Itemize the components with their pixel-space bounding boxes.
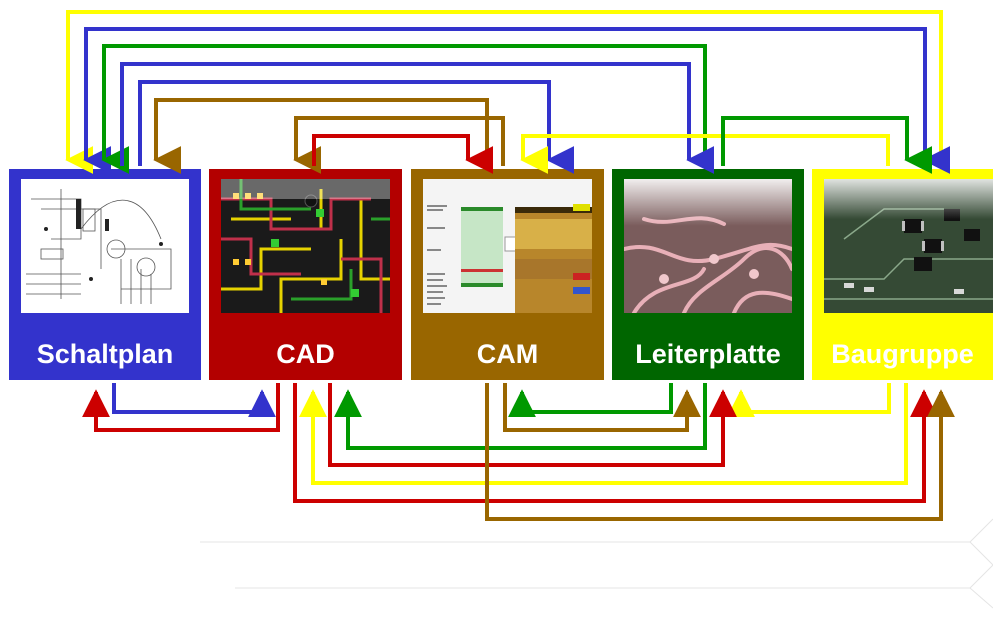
stage-label-baugruppe: Baugruppe xyxy=(831,339,974,369)
circuit-board-drawing xyxy=(624,179,792,313)
stage-box-cad: CAD xyxy=(209,169,402,380)
stage-label-schaltplan: Schaltplan xyxy=(36,339,174,369)
arrow-green-cam xyxy=(508,383,673,418)
arrow-yellow-cad xyxy=(299,383,908,485)
assembly-drawing xyxy=(824,179,993,313)
stage-label-cam: CAM xyxy=(476,339,539,369)
arrow-brown-1 xyxy=(153,98,489,174)
arrow-brown-lp xyxy=(503,383,701,432)
pcb-layout-drawing xyxy=(221,179,390,313)
layer-stackup-drawing xyxy=(423,179,592,313)
arrow-brown-2 xyxy=(293,116,505,174)
faint-flow-arrows xyxy=(200,518,993,609)
arrow-green-cad xyxy=(334,383,707,450)
arrow-blue-bottom xyxy=(112,383,276,418)
stage-box-baugruppe: Baugruppe xyxy=(812,169,993,380)
arrow-red-lp xyxy=(328,383,737,467)
arrow-red-bg xyxy=(293,383,938,503)
schematic-image xyxy=(21,179,189,313)
stage-box-leiterplatte: Leiterplatte xyxy=(612,169,804,380)
arrow-yellow-lp xyxy=(727,383,891,418)
stage-box-schaltplan: Schaltplan xyxy=(9,169,201,380)
pcb-layout-image xyxy=(221,179,390,313)
stage-label-leiterplatte: Leiterplatte xyxy=(635,339,781,369)
arrow-red-bottom xyxy=(82,383,280,432)
arrow-blue-cam xyxy=(138,80,575,174)
arrow-yellow-outer xyxy=(65,10,943,174)
arrow-blue-outer xyxy=(83,27,951,174)
stage-label-cad: CAD xyxy=(276,339,335,369)
arrow-brown-bg xyxy=(485,383,955,521)
layer-stackup-image xyxy=(423,179,592,313)
circuit-board-photo xyxy=(624,179,792,313)
stage-box-cam: CAM xyxy=(411,169,604,380)
arrow-green-2 xyxy=(120,62,715,174)
assembly-photo xyxy=(824,179,993,313)
schematic-drawing xyxy=(26,189,172,304)
arrow-yellow-top xyxy=(520,134,890,174)
arrow-red-top xyxy=(312,134,494,174)
arrow-green-top xyxy=(721,116,933,174)
arrow-green-1 xyxy=(101,44,707,174)
